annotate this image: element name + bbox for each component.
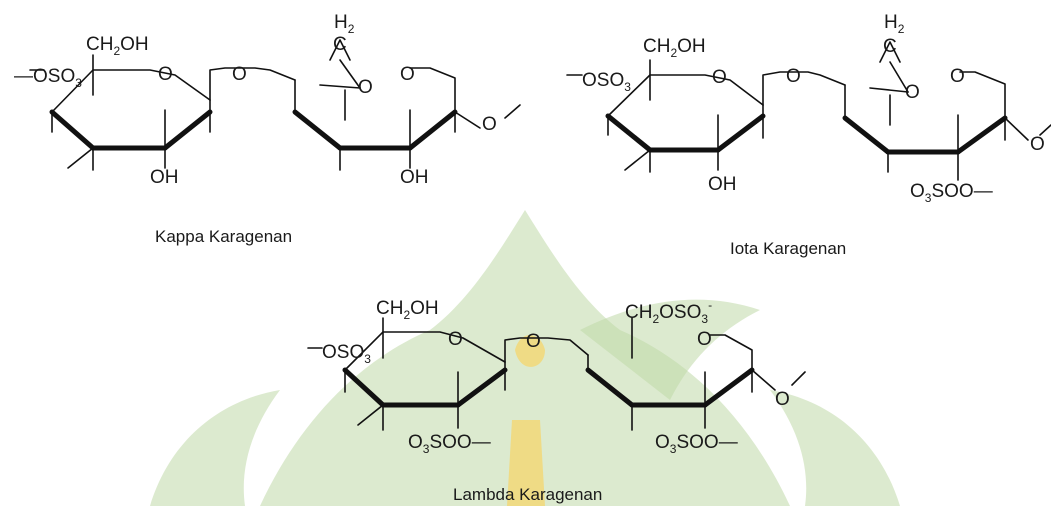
kappa-ch2oh-label: CH2OH (86, 34, 149, 58)
kappa-oh-label-1: OH (150, 167, 179, 188)
lambda-glycosidic-oxygen: O (526, 331, 541, 352)
lambda-oso3-label: OSO3 (322, 342, 371, 366)
kappa-oso3-label: —OSO3 (14, 66, 82, 90)
kappa-glycosidic-oxygen: O (232, 64, 247, 85)
kappa-terminal-oxygen: O (482, 114, 497, 135)
iota-oh-label: OH (708, 174, 737, 195)
kappa-ring-oxygen-1: O (158, 64, 173, 85)
kappa-c-label: C (333, 34, 347, 55)
iota-bridge-oxygen: O (905, 82, 920, 103)
iota-o3so-label: O3SOO— (910, 181, 993, 205)
iota-c-label: C (883, 36, 897, 57)
iota-ring-oxygen-1: O (712, 67, 727, 88)
iota-ch2oh-label: CH2OH (643, 36, 706, 60)
lambda-terminal-oxygen: O (775, 389, 790, 410)
iota-terminal-oxygen: O (1030, 134, 1045, 155)
kappa-structure: CH2OH —OSO3 O O OH H2 C O O OH O Kappa K… (14, 12, 521, 246)
kappa-bridge-oxygen: O (358, 77, 373, 98)
iota-caption: Iota Karagenan (730, 239, 846, 258)
iota-structure: CH2OH OSO3 O O OH H2 C O O O3SOO— O Iota… (566, 12, 1051, 258)
lambda-o3so-label-1: O3SOO— (408, 432, 491, 456)
iota-oso3-label: OSO3 (582, 70, 631, 94)
lambda-o3so-label-2: O3SOO— (655, 432, 738, 456)
kappa-caption: Kappa Karagenan (155, 227, 292, 246)
kappa-h2-label: H2 (334, 12, 355, 36)
iota-h2-label: H2 (884, 12, 905, 36)
lambda-ch2oh-label: CH2OH (376, 298, 439, 322)
lambda-ring-oxygen-2: O (697, 329, 712, 350)
watermark-logo (150, 210, 900, 506)
lambda-caption: Lambda Karagenan (453, 485, 602, 504)
iota-ring-oxygen-2: O (950, 66, 965, 87)
iota-glycosidic-oxygen: O (786, 66, 801, 87)
kappa-oh-label-2: OH (400, 167, 429, 188)
lambda-structure: CH2OH OSO3 O O O3SOO— CH2OSO3- O O3SOO— … (307, 298, 806, 504)
lambda-ring-oxygen-1: O (448, 329, 463, 350)
kappa-ring-oxygen-2: O (400, 64, 415, 85)
lambda-ch2oso3-label: CH2OSO3- (625, 298, 712, 326)
